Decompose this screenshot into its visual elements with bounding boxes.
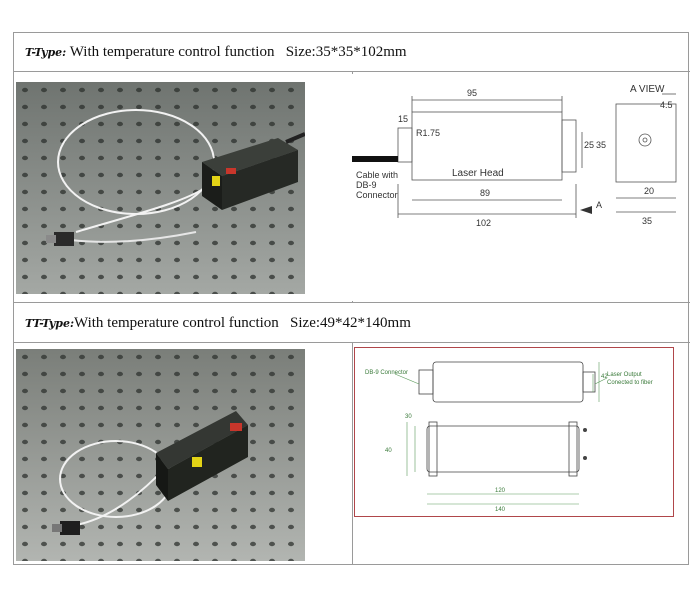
section2-title: TT-Type:With temperature control functio…	[25, 315, 411, 332]
section1-size: Size:35*35*102mm	[285, 44, 407, 60]
dim-25: 25	[584, 140, 594, 150]
section2-type-label: TT-Type:	[25, 317, 75, 330]
spec-sheet: T-Type: With temperature control functio…	[13, 32, 691, 565]
dim-35-bottom: 35	[642, 216, 652, 226]
db9-label: DB-9 Connector	[365, 370, 408, 376]
fiber-connector	[60, 521, 80, 535]
dim-140: 140	[495, 507, 506, 513]
section1-description: With temperature control function	[66, 44, 275, 60]
cable-icon	[352, 156, 398, 162]
laser-head	[156, 411, 248, 501]
dim-35-side: 35	[596, 140, 606, 150]
section1-type-label: T-Type:	[25, 46, 67, 59]
fiber-connector	[54, 232, 74, 246]
output-label-2: Conected to fiber	[607, 380, 653, 386]
section2-row: DB-9 Connector Laser Output Conected to …	[14, 343, 690, 564]
dim-20: 20	[644, 186, 654, 196]
output-label-1: Laser Output	[607, 372, 642, 378]
section2-header: TT-Type:With temperature control functio…	[14, 304, 690, 343]
dim-95: 95	[467, 88, 477, 98]
dim-15: 15	[398, 114, 408, 124]
section2-dimension-drawing: DB-9 Connector Laser Output Conected to …	[354, 347, 674, 517]
mount-hole-icon	[583, 428, 587, 432]
dim-42: 42	[601, 374, 608, 380]
section2-description: With temperature control function	[74, 315, 279, 331]
section1-header: T-Type: With temperature control functio…	[14, 33, 690, 72]
view-arrow-icon	[580, 206, 592, 214]
section1-product-photo	[16, 82, 305, 294]
section2-product-photo	[16, 349, 305, 561]
section2-size: Size:49*42*140mm	[290, 315, 411, 331]
a-view-label: A VIEW	[630, 84, 665, 95]
dim-120: 120	[495, 488, 506, 494]
laser-head	[202, 132, 305, 210]
dim-45: 4.5	[660, 100, 673, 110]
cable-label-3: Connector	[356, 190, 398, 200]
cable-label-2: DB-9	[356, 180, 377, 190]
laser-head-label: Laser Head	[452, 168, 504, 179]
dim-40: 40	[385, 448, 392, 454]
dim-r175: R1.75	[416, 128, 440, 138]
arrow-a-label: A	[596, 200, 602, 210]
cable-label-1: Cable with	[356, 170, 398, 180]
section1-title: T-Type: With temperature control functio…	[25, 44, 407, 61]
section1-dimension-drawing: 95 15 R1.75 25 35 A VIEW 4.5 89 102 20 3…	[352, 74, 691, 301]
section1-row: 95 15 R1.75 25 35 A VIEW 4.5 89 102 20 3…	[14, 72, 691, 303]
mount-hole-icon	[583, 456, 587, 460]
dim-30: 30	[405, 414, 412, 420]
dim-89: 89	[480, 188, 490, 198]
dim-102: 102	[476, 218, 491, 228]
